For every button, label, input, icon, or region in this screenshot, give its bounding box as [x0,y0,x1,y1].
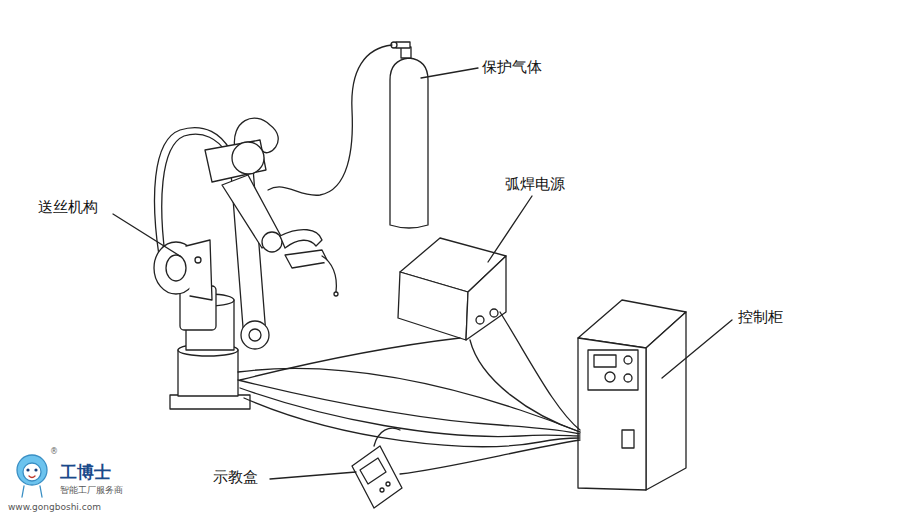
watermark-logo: 工博士 [58,462,113,482]
watermark-url: www.gongboshi.com [6,502,103,513]
teach-pendant [352,446,402,508]
part-label: 保护气体 [480,58,544,76]
gas-cylinder [390,42,428,228]
leader-line [113,68,732,479]
watermark-slogan: 智能工厂服务商 [58,485,125,496]
part-label: 弧焊电源 [503,175,567,193]
logo-icon [17,455,47,497]
part-label: 控制柜 [736,308,785,326]
part-label: 送丝机构 [36,198,100,216]
registered-mark: ® [48,447,60,457]
arc-welding-power-source [398,238,506,340]
cable [238,312,580,474]
gas-hose [268,45,392,195]
part-label: 示教盒 [211,468,260,486]
control-cabinet [578,300,686,490]
